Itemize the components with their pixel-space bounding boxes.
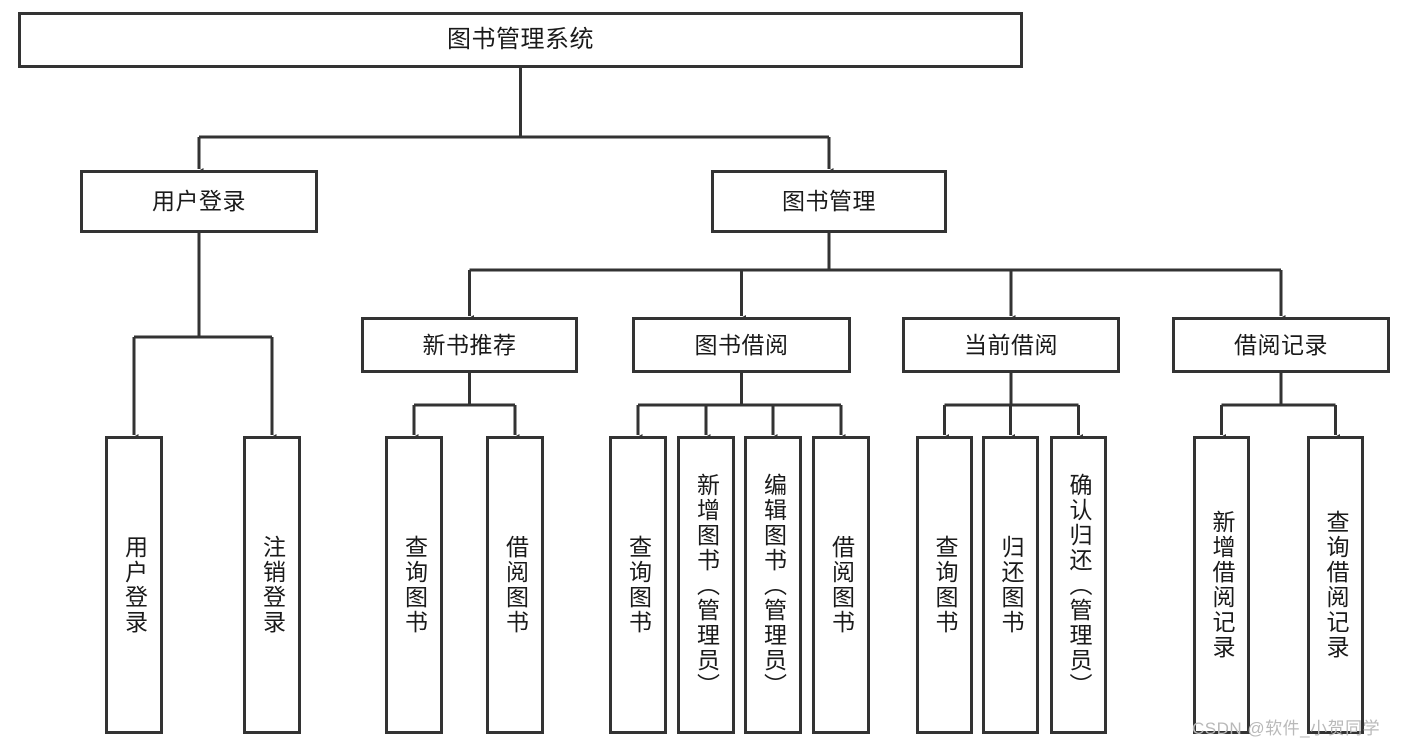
node-leaf-bb-edit[interactable]: 编辑图书（管理员） [744,436,802,734]
node-book-borrow[interactable]: 图书借阅 [632,317,851,373]
node-label-leaf-rec-borrow: 借阅图书 [502,535,529,635]
node-label-leaf-bb-add: 新增图书（管理员） [693,472,720,698]
node-label-leaf-br-query: 查询借阅记录 [1323,510,1349,660]
node-label-book-borrow: 图书借阅 [694,331,789,358]
node-label-leaf-bb-edit: 编辑图书（管理员） [760,472,787,698]
node-leaf-cb-confirm[interactable]: 确认归还（管理员） [1050,436,1107,734]
node-label-leaf-cb-return: 归还图书 [998,535,1024,635]
node-current-borrow[interactable]: 当前借阅 [902,317,1120,373]
node-leaf-user-login[interactable]: 用户登录 [105,436,163,734]
node-borrow-record[interactable]: 借阅记录 [1172,317,1390,373]
node-leaf-br-add[interactable]: 新增借阅记录 [1193,436,1250,734]
node-leaf-br-query[interactable]: 查询借阅记录 [1307,436,1364,734]
node-label-leaf-user-logout: 注销登录 [259,535,286,635]
node-user-login[interactable]: 用户登录 [80,170,318,233]
node-leaf-user-logout[interactable]: 注销登录 [243,436,301,734]
node-leaf-bb-borrow[interactable]: 借阅图书 [812,436,870,734]
node-label-new-book-rec: 新书推荐 [422,331,517,358]
node-label-leaf-bb-borrow: 借阅图书 [828,535,855,635]
node-label-leaf-cb-query: 查询图书 [932,535,958,635]
edges-group [129,68,1340,444]
node-leaf-rec-borrow[interactable]: 借阅图书 [486,436,544,734]
node-label-root: 图书管理系统 [447,26,594,54]
node-root[interactable]: 图书管理系统 [18,12,1023,68]
node-label-book-manage: 图书管理 [782,188,876,215]
node-leaf-rec-query[interactable]: 查询图书 [385,436,443,734]
node-label-borrow-record: 借阅记录 [1234,331,1328,358]
node-label-user-login: 用户登录 [152,188,246,215]
node-book-manage[interactable]: 图书管理 [711,170,947,233]
node-leaf-cb-return[interactable]: 归还图书 [982,436,1039,734]
node-leaf-cb-query[interactable]: 查询图书 [916,436,973,734]
node-label-leaf-bb-query: 查询图书 [625,535,652,635]
node-label-leaf-rec-query: 查询图书 [401,535,428,635]
node-label-leaf-user-login: 用户登录 [121,535,148,635]
node-leaf-bb-query[interactable]: 查询图书 [609,436,667,734]
node-new-book-rec[interactable]: 新书推荐 [361,317,578,373]
node-leaf-bb-add[interactable]: 新增图书（管理员） [677,436,735,734]
node-label-leaf-br-add: 新增借阅记录 [1209,510,1235,660]
node-label-leaf-cb-confirm: 确认归还（管理员） [1066,472,1092,698]
node-label-current-borrow: 当前借阅 [964,331,1058,358]
